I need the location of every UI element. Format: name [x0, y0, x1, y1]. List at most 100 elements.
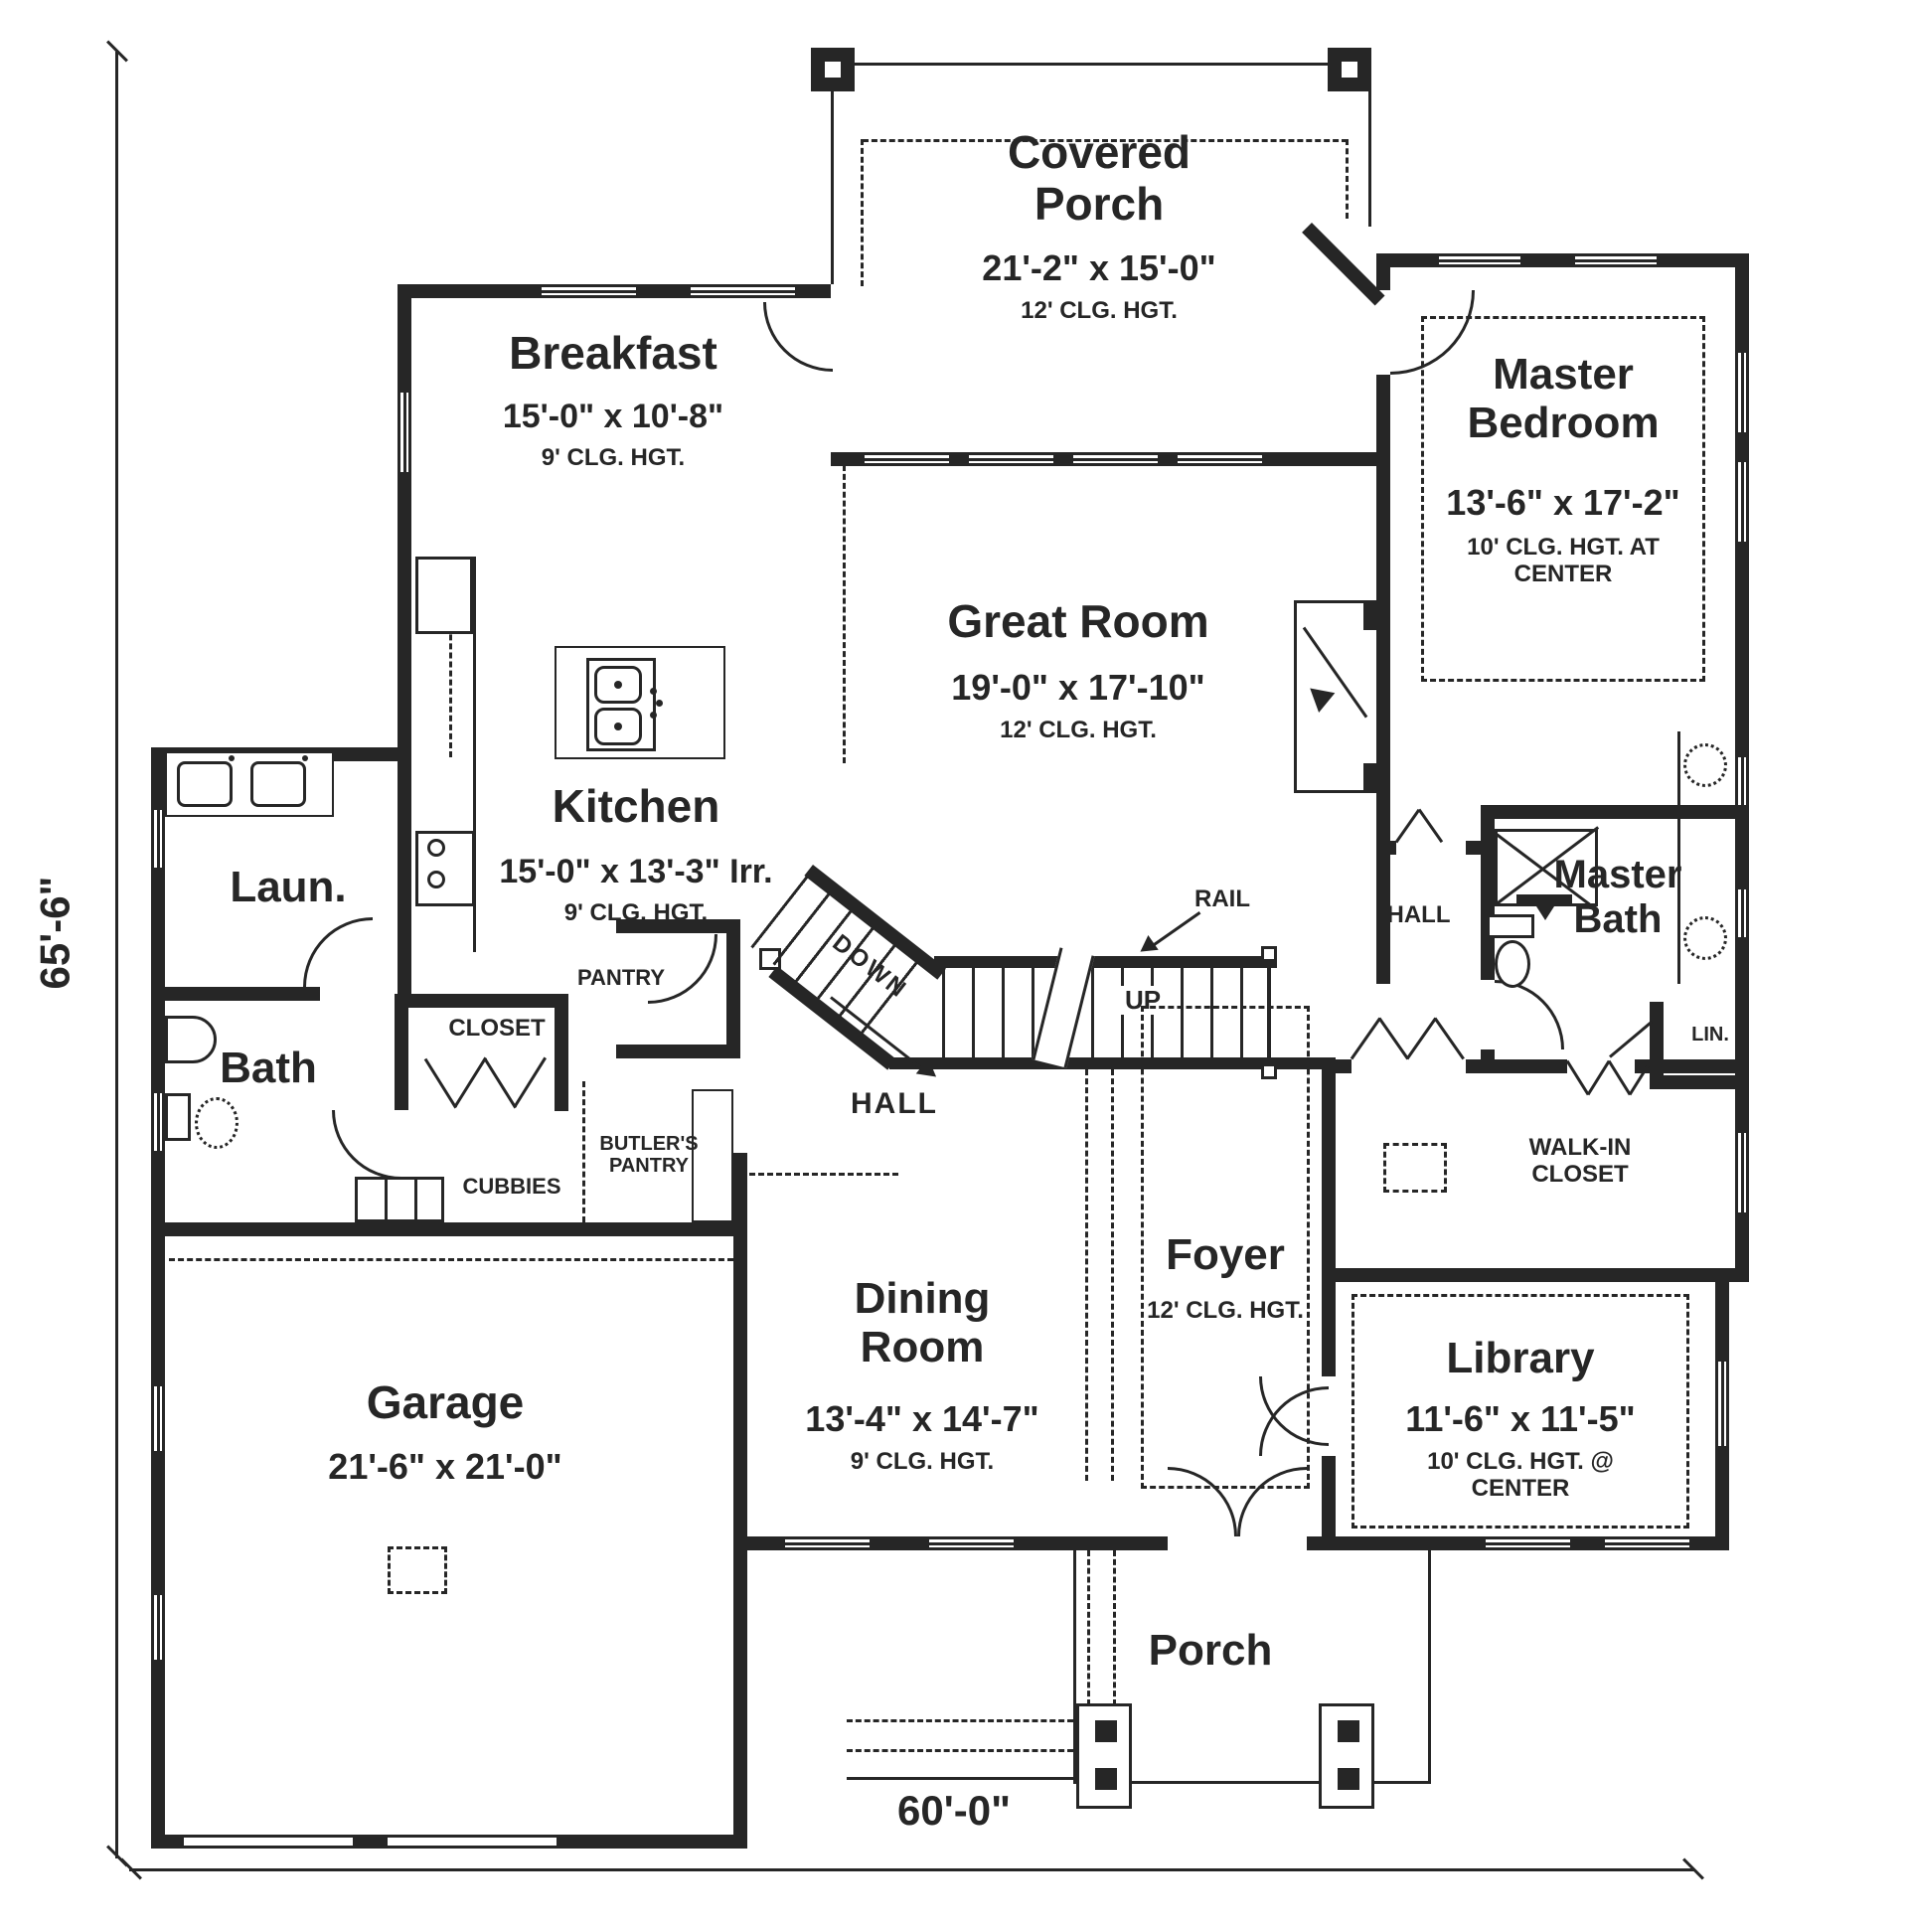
room-label-laundry: Laun. — [230, 863, 347, 911]
annotation-butlers-pantry: BUTLER'S PANTRY — [599, 1133, 699, 1178]
dashed-line — [861, 139, 864, 286]
window — [865, 452, 949, 466]
overall-depth-dimension: 65'-6" — [31, 876, 79, 990]
wall-segment — [1307, 1536, 1436, 1550]
wall-segment — [1322, 1268, 1749, 1282]
line — [1586, 1059, 1611, 1096]
library-tray — [1352, 1294, 1689, 1529]
room-label-bath: Bath — [220, 1044, 317, 1092]
washer — [250, 761, 306, 807]
hall-closet-door — [1350, 1017, 1381, 1060]
line — [1417, 808, 1444, 844]
window — [151, 810, 165, 868]
room-clg-kitchen: 9' CLG. HGT. — [563, 899, 709, 926]
shape — [825, 62, 841, 78]
line — [513, 1056, 548, 1108]
line — [831, 63, 834, 284]
cubbies-unit — [355, 1177, 444, 1222]
window — [1178, 452, 1262, 466]
room-dims-library: 11'-6" x 11'-5" — [1405, 1398, 1636, 1439]
linen-door — [1609, 1020, 1654, 1058]
wall-segment — [1481, 805, 1495, 980]
window — [151, 1386, 165, 1451]
room-label-hall-right: HALL — [1386, 901, 1451, 928]
wall-segment — [616, 919, 740, 933]
dashed-line — [582, 1081, 585, 1222]
window — [969, 452, 1053, 466]
wall-segment — [1363, 600, 1379, 630]
room-label-foyer: Foyer — [1166, 1230, 1285, 1279]
window — [398, 393, 411, 472]
room-label-porch: Porch — [1148, 1626, 1273, 1675]
wall-segment — [151, 1222, 747, 1236]
room-clg-great-room: 12' CLG. HGT. — [1000, 717, 1157, 743]
fixture-dot — [229, 755, 235, 761]
fixture-dot — [614, 681, 622, 689]
line — [1073, 1550, 1076, 1784]
fixture-dot — [656, 700, 663, 707]
stairs-up — [942, 968, 1262, 1057]
line — [831, 63, 1371, 66]
room-clg-library: 10' CLG. HGT. @ CENTER — [1427, 1448, 1614, 1502]
wall-segment — [1481, 805, 1749, 819]
wall-segment — [726, 919, 740, 1058]
wall-segment — [1466, 1059, 1567, 1073]
cooktop — [415, 831, 475, 906]
dashed-line — [1111, 1069, 1114, 1481]
porch-column — [1319, 1703, 1374, 1809]
room-clg-master-bedroom: 10' CLG. HGT. AT CENTER — [1467, 534, 1660, 587]
fixture-dot — [302, 755, 308, 761]
master-bath-door — [1495, 980, 1564, 1049]
laundry-sink — [177, 761, 233, 807]
wall-segment — [395, 1001, 408, 1110]
window — [1735, 1133, 1749, 1212]
wall-segment — [1322, 1268, 1336, 1376]
window — [785, 1536, 870, 1550]
master-suite-door — [1394, 808, 1421, 844]
window — [929, 1536, 1014, 1550]
toilet-tank — [1487, 914, 1534, 938]
room-label-closet: CLOSET — [448, 1015, 546, 1042]
room-dims-covered-porch: 21'-2" x 15'-0" — [982, 247, 1216, 288]
room-label-kitchen: Kitchen — [552, 780, 720, 832]
stair-rail — [1267, 960, 1271, 1065]
refrigerator — [415, 557, 473, 634]
line — [453, 1056, 488, 1108]
line — [1073, 1781, 1431, 1784]
wic-ceiling-break — [1383, 1143, 1447, 1193]
wall-segment — [1376, 375, 1390, 984]
toilet-tank — [165, 1093, 191, 1141]
annotation-cubbies: CUBBIES — [462, 1174, 561, 1199]
porch-post — [811, 48, 855, 91]
bath-door — [332, 1110, 401, 1180]
window — [1735, 353, 1749, 432]
dashed-line — [1087, 1550, 1090, 1705]
line — [473, 557, 476, 952]
garage-door — [388, 1835, 556, 1849]
room-label-covered-porch: Covered Porch — [1007, 126, 1192, 230]
wall-segment — [616, 1045, 740, 1058]
wall-segment — [555, 994, 568, 1111]
line — [1607, 1059, 1632, 1096]
burner — [427, 839, 445, 857]
butlers-counter — [692, 1089, 733, 1222]
master-bedroom-tray — [1421, 316, 1705, 682]
annotation-rail: RAIL — [1194, 886, 1250, 912]
porch-column — [1076, 1703, 1132, 1809]
line — [1677, 731, 1680, 984]
shape — [1338, 1720, 1359, 1742]
dashed-line — [847, 1749, 1073, 1752]
fixture-dot — [650, 688, 657, 695]
window — [151, 1595, 165, 1660]
room-clg-covered-porch: 12' CLG. HGT. — [1021, 297, 1178, 324]
room-dims-breakfast: 15'-0" x 10'-8" — [502, 398, 724, 435]
line — [1368, 63, 1371, 227]
room-label-walk-in-closet: WALK-IN CLOSET — [1528, 1134, 1632, 1188]
dimension-line-left — [115, 52, 118, 1858]
room-dims-great-room: 19'-0" x 17'-10" — [951, 667, 1205, 708]
closet-bifold-door — [423, 1057, 458, 1109]
room-dims-garage: 21'-6" x 21'-0" — [328, 1446, 562, 1487]
room-label-master-bedroom: Master Bedroom — [1467, 350, 1660, 448]
wall-segment — [1466, 841, 1481, 855]
window — [1735, 757, 1749, 805]
